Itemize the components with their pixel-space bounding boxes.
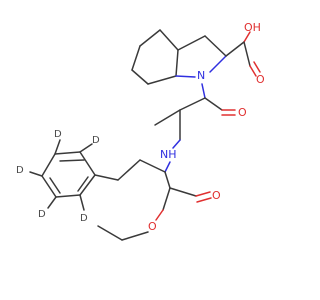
- molecule-structure: OH O N O NH O O D D D D D: [16, 21, 265, 241]
- pyrrolidine-ring: [175, 35, 227, 78]
- amide-oxygen-label: O: [238, 106, 247, 119]
- ester-carbonyl-oxygen-label: O: [212, 189, 221, 202]
- deuterium-label: D: [92, 135, 100, 146]
- ester-chain: [97, 161, 212, 241]
- ring-nitrogen-label: N: [197, 69, 205, 82]
- cyclopentane-ring: [131, 29, 179, 85]
- amide-chain: [154, 83, 236, 149]
- deuterium-label: D: [38, 209, 46, 220]
- ester-oxygen-label: O: [148, 220, 157, 233]
- hydroxyl-label: OH: [244, 21, 261, 34]
- acid-carbonyl-oxygen-label: O: [256, 73, 265, 86]
- phenyl-d5-ring: [29, 139, 96, 211]
- deuterium-label: D: [54, 129, 62, 140]
- deuterium-label: D: [16, 165, 24, 176]
- amine-nh-label: NH: [160, 148, 177, 161]
- alkyl-linker: [94, 159, 166, 181]
- deuterium-label: D: [80, 213, 88, 224]
- carboxylic-acid: [225, 31, 261, 77]
